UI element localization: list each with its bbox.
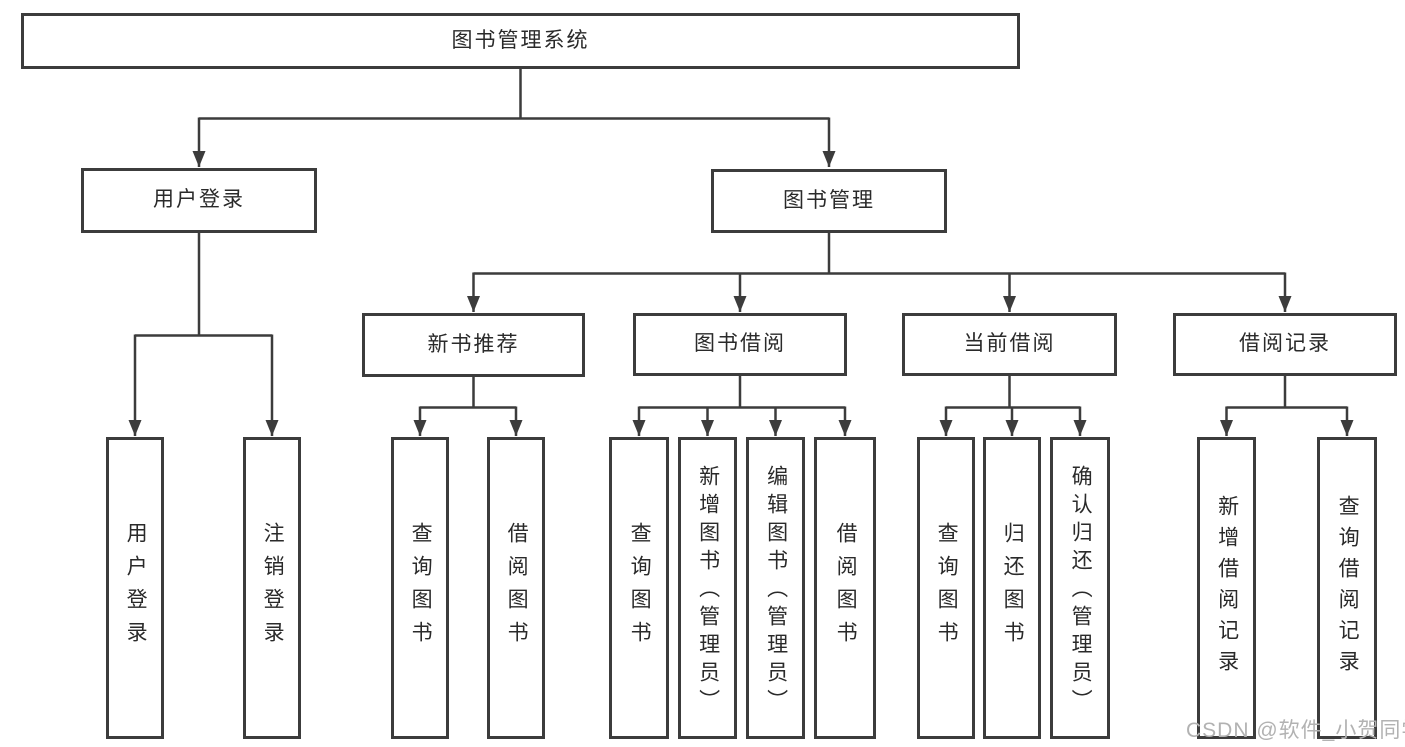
node-current-borrow: 当前借阅 <box>902 313 1117 376</box>
connector-userlogin-trunk <box>135 233 272 337</box>
leaf-query-books-recommend: 查询图书 <box>391 437 449 739</box>
leaf-logout: 注销登录 <box>243 437 301 739</box>
connector-bookmgmt-trunk <box>473 233 1285 275</box>
leaf-query-borrow-record: 查询借阅记录 <box>1317 437 1377 739</box>
leaf-confirm-return-admin: 确认归还（管理员） <box>1050 437 1110 739</box>
leaf-borrow-books: 借阅图书 <box>814 437 876 739</box>
node-root-system: 图书管理系统 <box>21 13 1020 69</box>
csdn-watermark: CSDN @软件_小贺同学 <box>1186 719 1405 742</box>
leaf-query-books-borrow: 查询图书 <box>609 437 669 739</box>
node-user-login: 用户登录 <box>81 168 317 233</box>
connector-records-trunk <box>1226 376 1347 409</box>
connector-current-trunk <box>946 376 1080 409</box>
node-new-book-recommend: 新书推荐 <box>362 313 585 377</box>
leaf-return-books: 归还图书 <box>983 437 1041 739</box>
node-borrow-records: 借阅记录 <box>1173 313 1397 376</box>
leaf-add-borrow-record: 新增借阅记录 <box>1197 437 1256 739</box>
node-book-borrow: 图书借阅 <box>633 313 847 376</box>
leaf-add-books-admin: 新增图书（管理员） <box>678 437 737 739</box>
leaf-edit-books-admin: 编辑图书（管理员） <box>746 437 805 739</box>
connector-borrow-trunk <box>639 376 845 409</box>
leaf-borrow-books-recommend: 借阅图书 <box>487 437 545 739</box>
leaf-query-books-current: 查询图书 <box>917 437 975 739</box>
leaf-user-login: 用户登录 <box>106 437 164 739</box>
node-book-management: 图书管理 <box>711 169 947 233</box>
connector-newrec-trunk <box>420 377 516 409</box>
connector-root-trunk <box>199 69 829 120</box>
